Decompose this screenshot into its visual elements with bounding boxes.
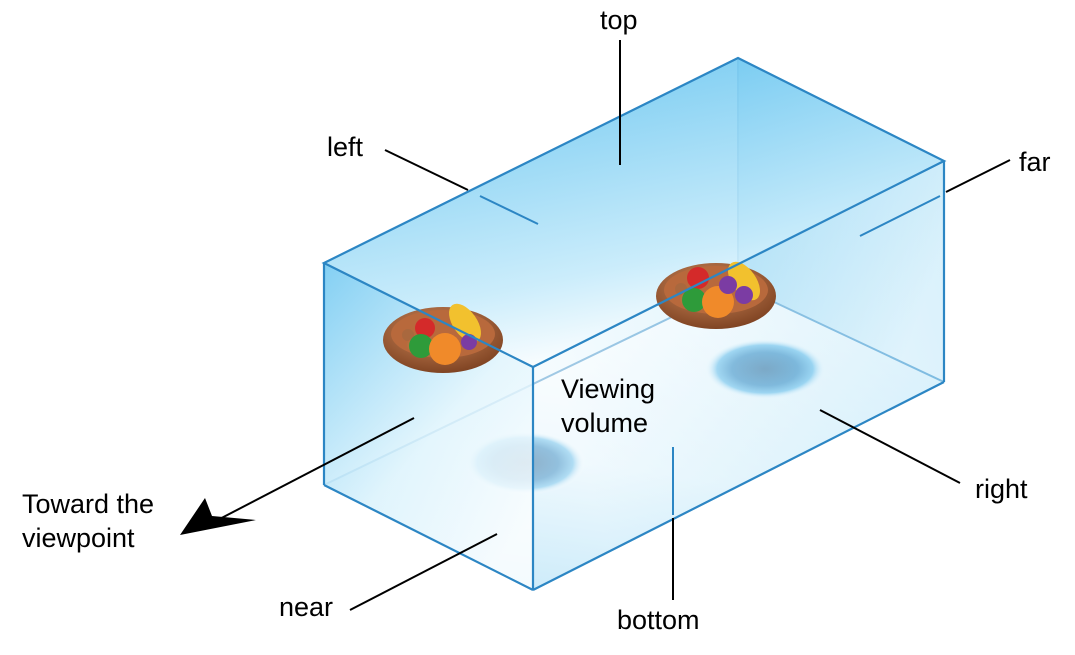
fruit-basket-far bbox=[656, 261, 776, 329]
leader-near bbox=[349, 533, 498, 611]
front-edges bbox=[321, 56, 947, 591]
leader-left-inner bbox=[479, 195, 539, 225]
leader-right bbox=[819, 409, 961, 484]
bottom-label: bottom bbox=[617, 605, 700, 635]
top-face bbox=[324, 58, 944, 367]
far-label: far bbox=[1019, 147, 1051, 177]
leader-lines bbox=[209, 40, 1011, 611]
leader-far-inner bbox=[859, 195, 941, 237]
right-face bbox=[533, 161, 944, 590]
fruit-basket-near bbox=[383, 303, 503, 373]
leader-far-outer bbox=[945, 159, 1011, 193]
top-label: top bbox=[600, 5, 638, 35]
right-label: right bbox=[975, 474, 1028, 504]
leader-left-outer bbox=[384, 149, 469, 191]
near-label: near bbox=[279, 592, 334, 622]
viewpoint-arrow-line bbox=[209, 417, 415, 525]
toward-viewpoint-label: Toward the viewpoint bbox=[22, 489, 155, 553]
viewing-volume-label: Viewing volume bbox=[561, 374, 656, 438]
viewpoint-arrow-head bbox=[180, 498, 256, 535]
left-label: left bbox=[327, 132, 364, 162]
